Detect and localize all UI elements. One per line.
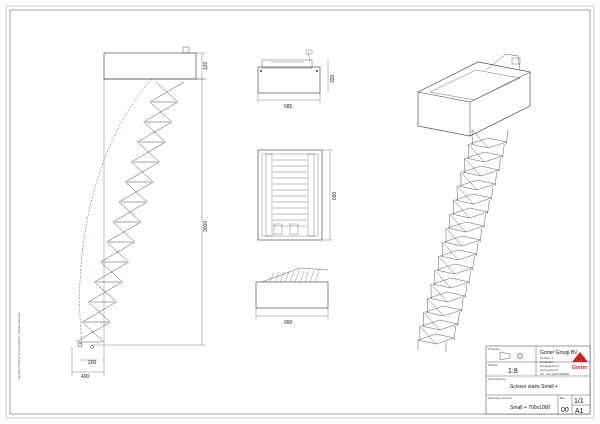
front-elevation-view: 990 xyxy=(255,267,329,326)
isometric-view xyxy=(417,53,531,352)
rev-label: Rev xyxy=(560,396,566,400)
top-elevation-view: 685 320 xyxy=(257,49,336,110)
gorter-logo-icon: Gorter xyxy=(572,352,588,371)
dim-plan-depth: 690 xyxy=(332,191,338,200)
sheet-inner-border xyxy=(9,9,591,415)
rev-value: 00 xyxy=(561,407,569,414)
side-scissor-ladder xyxy=(75,81,185,343)
scale-label: Schaal xyxy=(488,363,498,367)
dim-top-height: 320 xyxy=(330,74,336,83)
dim-front-width: 990 xyxy=(284,320,293,326)
projection-symbol-icon xyxy=(499,351,524,361)
company-line-3: info@gorter.nl xyxy=(540,364,559,368)
company-line-2: Nederland xyxy=(540,360,554,364)
dim-side-height: 3000 xyxy=(203,221,209,232)
drawing-number-label: Tekening nummer xyxy=(488,396,512,400)
drawing-number-value: Small + 700x1000 xyxy=(510,405,550,411)
side-view: 120 3000 200 400 xyxy=(71,46,209,380)
front-tread-lines xyxy=(269,270,320,283)
company-line-4: www.gorter.nl xyxy=(540,368,558,372)
plan-view: 690 xyxy=(257,149,338,241)
copyright-text: Copyright © 2020 by Gorter Group BV - Al… xyxy=(17,313,21,380)
dim-side-base: 400 xyxy=(81,374,90,380)
sheet-format: A1 xyxy=(575,408,584,415)
logo-text: Gorter xyxy=(572,365,587,371)
dim-side-bottom: 200 xyxy=(88,360,97,366)
scale-value: 1:8 xyxy=(508,368,518,375)
designation-label: Omschrijving xyxy=(488,377,506,381)
company-name: Gorter Group BV xyxy=(540,350,578,356)
projection-label: Projectie xyxy=(488,347,500,351)
title-block: Projectie Schaal 1:8 Gorter Group BV Pos… xyxy=(485,345,591,415)
iso-scissor-ladder xyxy=(417,129,509,352)
sheet-number: 1/1 xyxy=(574,398,584,405)
side-hatch-frame xyxy=(103,52,197,80)
lid-swing-arc xyxy=(79,78,153,346)
plan-treads xyxy=(273,159,307,227)
sheet-border xyxy=(5,5,595,419)
dim-top-width: 685 xyxy=(284,104,293,110)
dim-side-top: 120 xyxy=(203,61,209,70)
company-line-5: Tel. +31 (0)00 000000 xyxy=(540,372,570,376)
designation-value: Scissor stairs Small + xyxy=(510,384,558,390)
company-line-1: Postbus 1 xyxy=(540,356,554,360)
